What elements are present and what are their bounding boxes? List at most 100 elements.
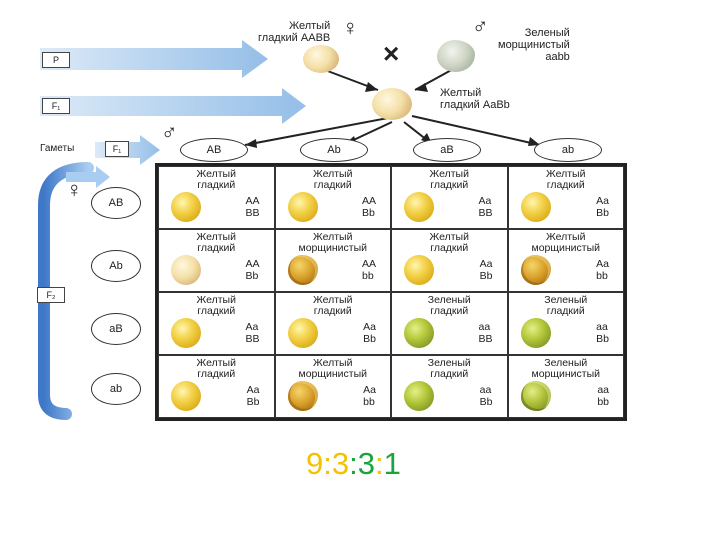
female-gamete-3: aB bbox=[91, 313, 141, 345]
f2-bracket bbox=[38, 162, 94, 420]
cross-symbol: × bbox=[383, 38, 400, 69]
pea-green-smooth bbox=[404, 381, 434, 411]
male-gamete-ab-1: AB bbox=[180, 138, 248, 162]
f1-phenotype-1: Желтый bbox=[440, 87, 482, 99]
cell-phenotype-color: Желтый bbox=[196, 168, 236, 180]
cell-genotype-b: Bb bbox=[361, 207, 375, 219]
female-phenotype-1: Желтый bbox=[288, 20, 331, 32]
pea-yellow-wrinkled bbox=[287, 255, 318, 285]
cell-genotype-a: AA bbox=[245, 195, 260, 207]
pea-yellow-smooth bbox=[287, 318, 318, 348]
cell-genotype-a: AA bbox=[361, 195, 376, 207]
cell-genotype-b: Bb bbox=[479, 270, 493, 282]
female-parent-pea bbox=[303, 45, 339, 73]
female-gamete-1: AB bbox=[91, 187, 141, 219]
cell-genotype-a: Aa bbox=[363, 384, 376, 396]
f1-phenotype-2-row: гладкий AaBb bbox=[440, 99, 510, 111]
pea-yellow-smooth bbox=[404, 192, 434, 222]
ratio-part: : bbox=[323, 446, 332, 481]
cell-phenotype-color: Желтый bbox=[196, 294, 236, 306]
cell-phenotype-color: Желтый bbox=[429, 231, 469, 243]
cell-phenotype-color: Желтый bbox=[313, 294, 353, 306]
cell-genotype-b: Bb bbox=[479, 396, 493, 408]
cell-genotype-b: bb bbox=[597, 396, 609, 408]
male-symbol: ♂ bbox=[472, 13, 489, 38]
cell-genotype-a: AA bbox=[245, 258, 260, 270]
cell-genotype-b: bb bbox=[361, 270, 374, 282]
pea-yellow-smooth bbox=[171, 381, 201, 411]
cell-phenotype-color: Желтый bbox=[546, 231, 586, 243]
female-parent-label: Желтый гладкий AABB bbox=[258, 20, 330, 44]
pea-yellow-smooth bbox=[520, 192, 551, 222]
pea-green-smooth bbox=[404, 318, 434, 348]
cell-phenotype-shape: гладкий bbox=[430, 242, 469, 254]
cell-phenotype-color: Желтый bbox=[429, 168, 469, 180]
cell-genotype-a: aa bbox=[478, 321, 491, 333]
ratio-part: 3 bbox=[331, 446, 350, 481]
cell-phenotype-color: Желтый bbox=[196, 231, 236, 243]
male-phenotype-1: Зеленый bbox=[524, 27, 570, 39]
pea-green-wrinkled bbox=[520, 381, 551, 411]
pea-yellow-wrinkled bbox=[520, 255, 551, 285]
p-arrow bbox=[40, 40, 268, 78]
female-phenotype-2-row: гладкий AABB bbox=[258, 32, 330, 44]
male-parent-label: Зеленый морщинистый aabb bbox=[498, 27, 570, 63]
male-gamete-ab-2: Ab bbox=[300, 138, 368, 162]
cell-genotype-a: Aa bbox=[478, 195, 492, 207]
cell-genotype-a: aa bbox=[597, 384, 609, 396]
f1-label: F₁ bbox=[42, 98, 70, 114]
cell-phenotype-shape: гладкий bbox=[197, 305, 236, 317]
cell-phenotype-shape: гладкий bbox=[197, 368, 236, 380]
f1-phenotype-2: гладкий bbox=[440, 99, 480, 111]
pea-yellow-smooth bbox=[287, 192, 318, 222]
f1-arrow bbox=[40, 88, 306, 124]
cell-phenotype-shape: гладкий bbox=[197, 242, 236, 254]
ratio-part: 3 bbox=[357, 446, 375, 481]
f1-label-text: Желтый гладкий AaBb bbox=[440, 87, 510, 111]
male-genotype: aabb bbox=[545, 51, 570, 63]
male-phenotype-2: морщинистый bbox=[498, 39, 570, 51]
pea-green-smooth bbox=[520, 318, 551, 348]
cell-genotype-a: Aa bbox=[246, 384, 260, 396]
cell-phenotype-shape: гладкий bbox=[430, 179, 469, 191]
female-gamete-4: ab bbox=[91, 373, 141, 405]
cell-genotype-b: Bb bbox=[246, 396, 260, 408]
ratio-part: 1 bbox=[383, 446, 401, 481]
bracket-arrow bbox=[66, 166, 110, 188]
cell-phenotype-color: Желтый bbox=[313, 357, 353, 369]
male-gametes-symbol: ♂ bbox=[161, 119, 178, 144]
cell-genotype-b: Bb bbox=[245, 270, 259, 282]
cell-genotype-a: Aa bbox=[245, 321, 259, 333]
cell-phenotype-shape: морщинистый bbox=[531, 242, 601, 254]
female-symbol: ♀ bbox=[342, 15, 359, 40]
